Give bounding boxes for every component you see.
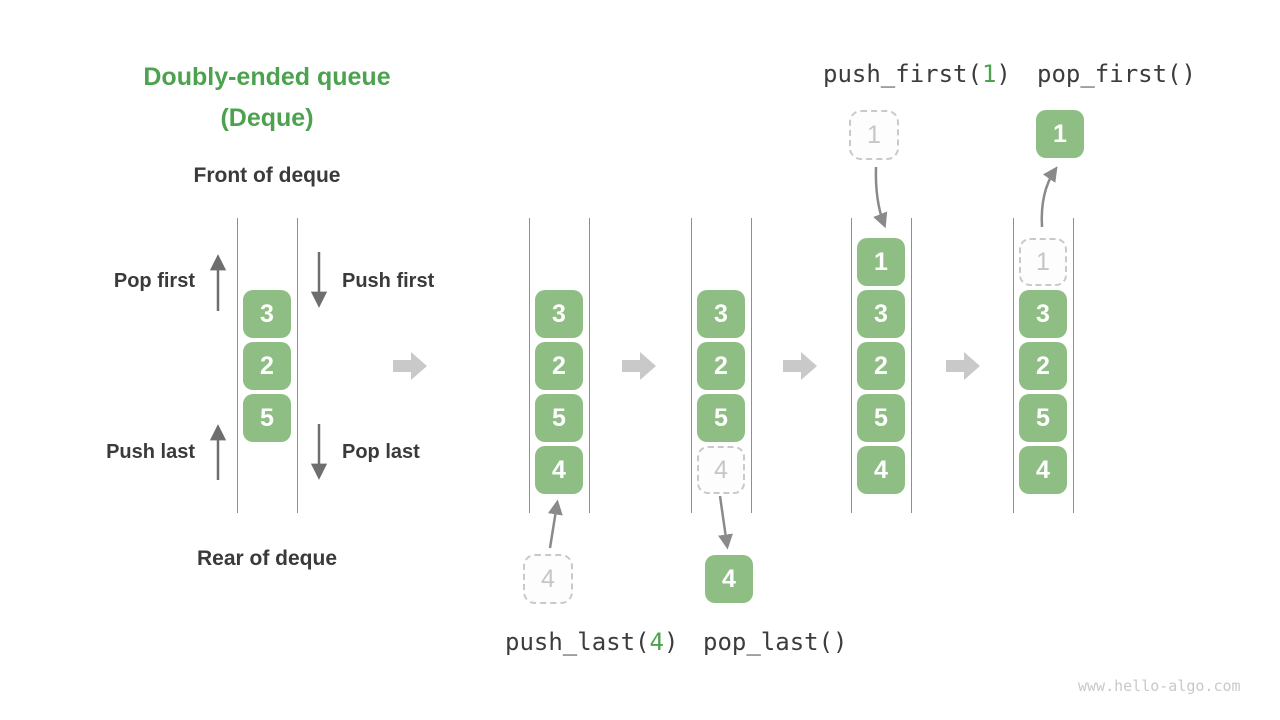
flow-arrow-icon — [622, 352, 656, 380]
push-last-call-label: push_last(4) — [505, 628, 678, 656]
push-first-label: Push first — [342, 270, 435, 292]
queue-cell-removed: 4 — [697, 446, 745, 494]
front-of-deque-label: Front of deque — [193, 164, 341, 187]
pop-last-call-label: pop_last() — [703, 628, 848, 656]
queue-cell: 2 — [243, 342, 291, 390]
queue-cell: 5 — [1019, 394, 1067, 442]
queue-cell: 4 — [535, 446, 583, 494]
queue-cell: 5 — [243, 394, 291, 442]
queue-initial: 3 2 5 — [237, 218, 298, 513]
title-line-2: (Deque) — [220, 104, 314, 132]
queue-cell: 2 — [1019, 342, 1067, 390]
push-first-call-label: push_first(1) — [823, 60, 1011, 88]
push-first-incoming-element: 1 — [849, 110, 899, 160]
rear-of-deque-label: Rear of deque — [196, 547, 338, 570]
watermark: www.hello-algo.com — [1078, 677, 1241, 695]
push-last-incoming-element: 4 — [523, 554, 573, 604]
flow-arrow-icon — [393, 352, 427, 380]
queue-after-pop-first: 1 3 2 5 4 — [1013, 218, 1074, 513]
queue-cell: 4 — [1019, 446, 1067, 494]
push-last-label: Push last — [106, 441, 195, 463]
push-last-call-prefix: push_last( — [505, 628, 650, 656]
queue-after-push-last: 3 2 5 4 — [529, 218, 590, 513]
push-first-call-arg: 1 — [981, 60, 997, 88]
flow-arrow-icon — [783, 352, 817, 380]
title-line-1: Doubly-ended queue — [143, 63, 391, 91]
diagram-title: Doubly-ended queue (Deque) — [67, 57, 467, 139]
push-last-call-suffix: ) — [663, 628, 679, 656]
flow-arrow-icon — [946, 352, 980, 380]
queue-cell: 5 — [857, 394, 905, 442]
queue-cell: 4 — [857, 446, 905, 494]
queue-cell: 3 — [1019, 290, 1067, 338]
queue-cell: 1 — [857, 238, 905, 286]
push-first-call-prefix: push_first( — [823, 60, 982, 88]
queue-cell: 5 — [697, 394, 745, 442]
queue-cell: 2 — [697, 342, 745, 390]
pop-first-label: Pop first — [113, 270, 195, 292]
queue-after-push-first: 1 3 2 5 4 — [851, 218, 912, 513]
queue-cell: 2 — [535, 342, 583, 390]
queue-cell: 2 — [857, 342, 905, 390]
pop-first-outgoing-element: 1 — [1036, 110, 1084, 158]
queue-cell-removed: 1 — [1019, 238, 1067, 286]
pop-last-label: Pop last — [342, 441, 420, 463]
push-last-call-arg: 4 — [649, 628, 664, 656]
queue-cell: 3 — [535, 290, 583, 338]
push-first-move-arrow-icon — [873, 166, 888, 229]
pop-last-outgoing-element: 4 — [705, 555, 753, 603]
push-first-call-suffix: ) — [996, 60, 1011, 88]
queue-cell: 3 — [857, 290, 905, 338]
queue-cell: 3 — [697, 290, 745, 338]
pop-first-call-label: pop_first() — [1037, 60, 1196, 88]
queue-cell: 3 — [243, 290, 291, 338]
queue-cell: 5 — [535, 394, 583, 442]
queue-after-pop-last: 3 2 5 4 — [691, 218, 752, 513]
